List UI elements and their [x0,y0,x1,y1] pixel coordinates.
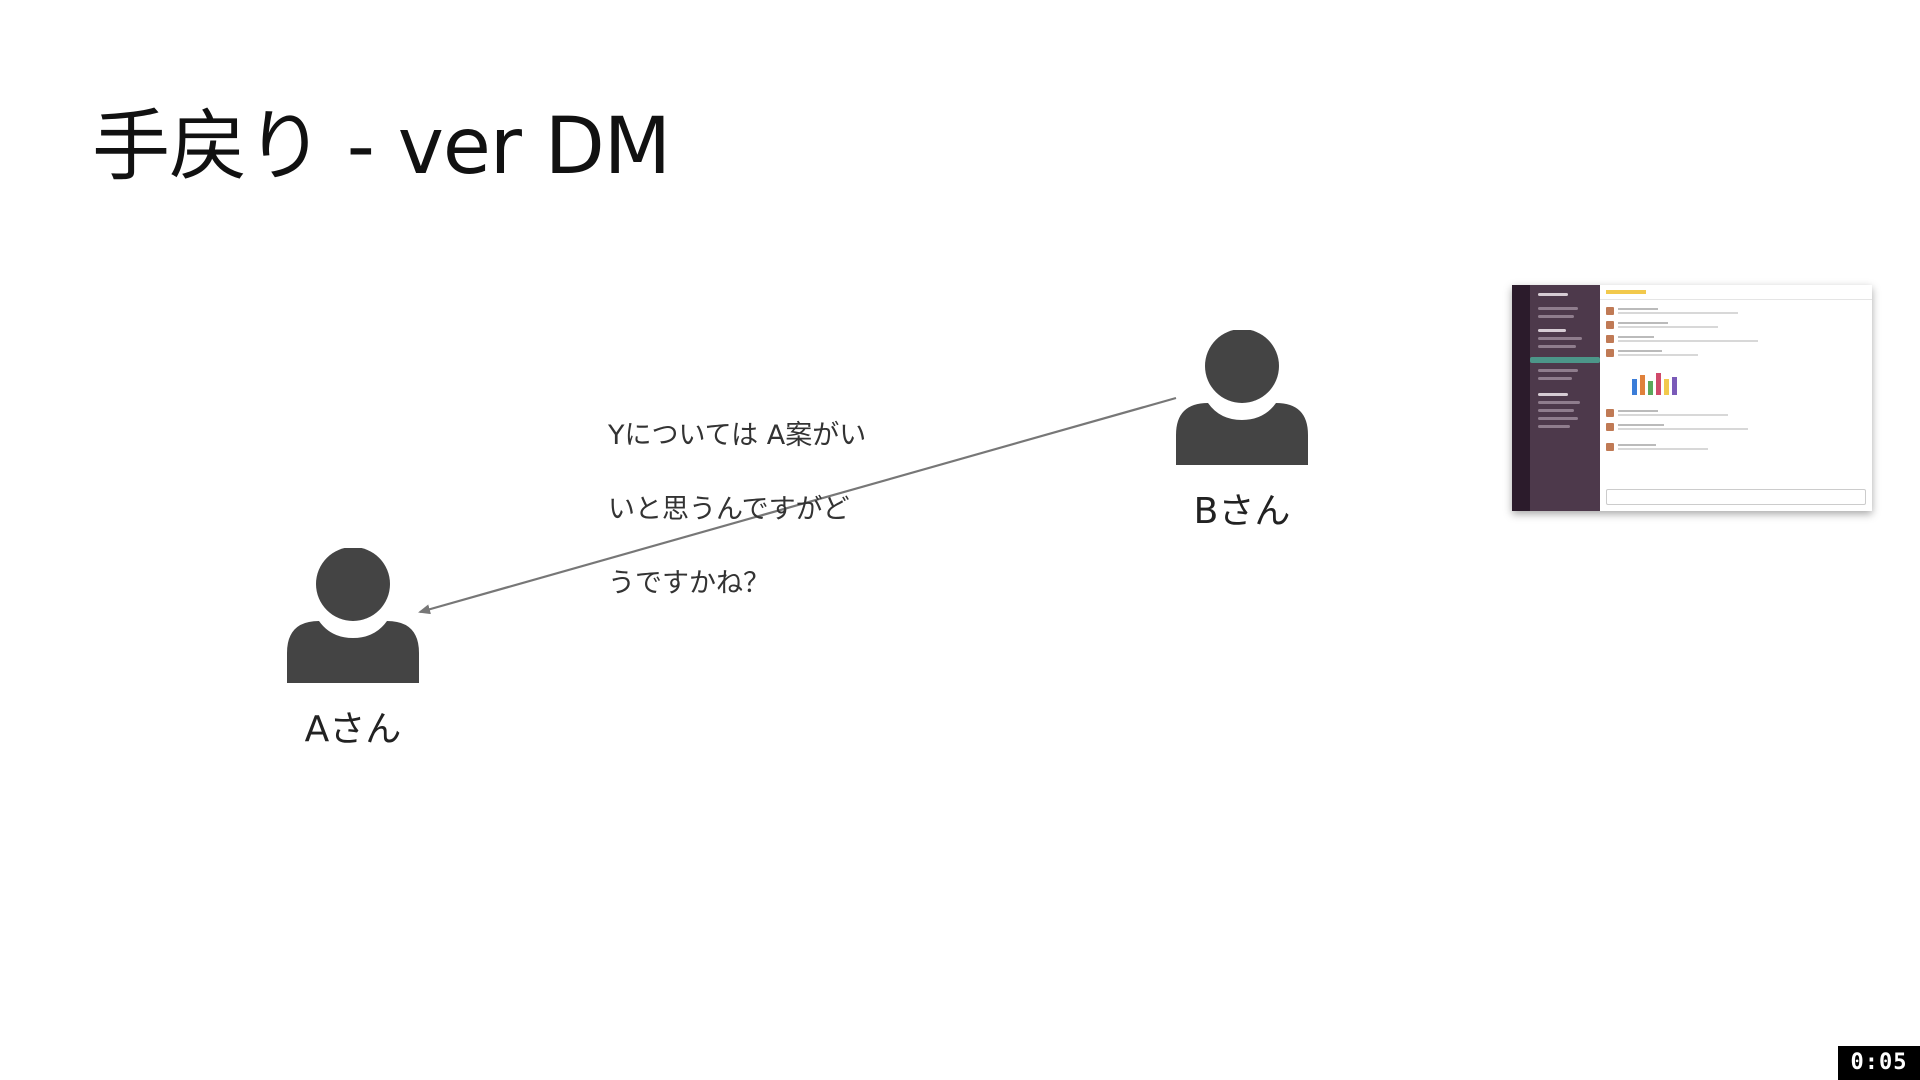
person-b-label: Bさん [1193,491,1291,532]
dm-message-line: いと思うんですがど [608,494,850,525]
dm-message: Yについては A案がい いと思うんですがど うですかね？ [608,380,908,639]
thumbnail-message-pane [1600,285,1872,511]
slack-screenshot-thumbnail [1512,285,1872,511]
thumbnail-sidebar [1530,285,1600,511]
person-a-icon [287,548,419,683]
thumbnail-workspace-bar [1512,285,1530,511]
video-timer: 0:05 [1838,1046,1920,1080]
message-arrow [418,396,1177,615]
dm-message-line: Yについては A案がい [608,420,867,451]
person-a-label: Aさん [304,709,402,750]
slide-title: 手戻り - ver DM [92,102,671,192]
dm-message-line: うですかね？ [608,568,770,599]
person-b-icon [1176,330,1308,465]
